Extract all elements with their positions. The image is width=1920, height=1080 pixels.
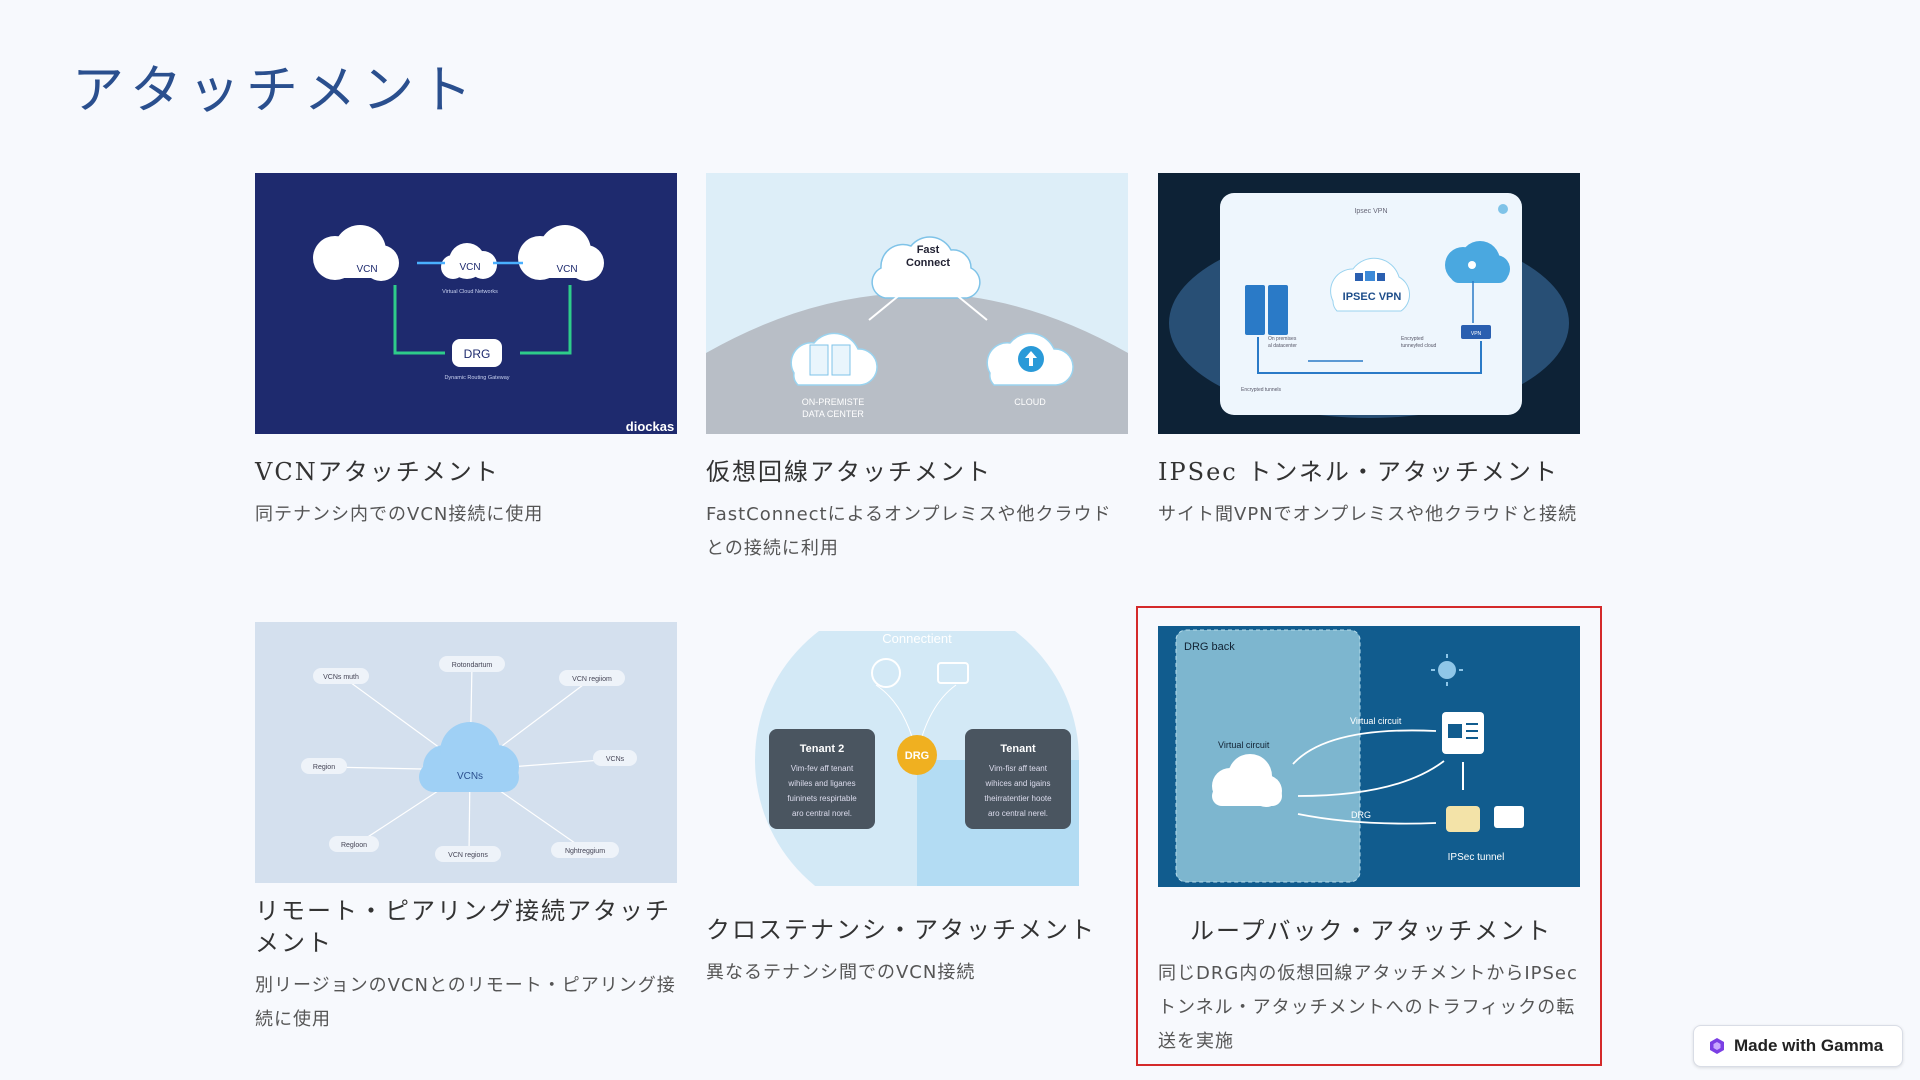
- card-loopback-attachment[interactable]: DRG back Virtual circuit Virtual circuit…: [1158, 626, 1580, 1059]
- svg-text:Virtual Cloud Networks: Virtual Cloud Networks: [442, 289, 498, 295]
- svg-text:VCN: VCN: [556, 264, 577, 275]
- svg-text:CLOUD: CLOUD: [1014, 397, 1046, 407]
- svg-text:IPSEC VPN: IPSEC VPN: [1343, 291, 1402, 303]
- svg-text:Rotondartum: Rotondartum: [452, 662, 493, 669]
- card-virtual-circuit-attachment: Fast Connect ON-PREMISTE DATA CENTER CLO…: [706, 173, 1128, 566]
- cloud-icon: [313, 225, 399, 281]
- svg-text:aro central norel.: aro central norel.: [792, 809, 852, 818]
- svg-text:Region: Region: [313, 764, 335, 771]
- svg-text:VCN: VCN: [459, 262, 480, 273]
- svg-text:Fast: Fast: [917, 244, 940, 256]
- card-description: 別リージョンのVCNとのリモート・ピアリング接続に使用: [255, 975, 676, 1030]
- card-title: VCNアタッチメント: [255, 458, 500, 486]
- made-with-gamma-badge[interactable]: Made with Gamma: [1693, 1025, 1903, 1067]
- svg-text:DRG: DRG: [1351, 810, 1371, 820]
- svg-text:aro central nerel.: aro central nerel.: [988, 809, 1048, 818]
- svg-text:VPN: VPN: [1471, 331, 1482, 337]
- card-description: サイト間VPNでオンプレミスや他クラウドと接続: [1158, 504, 1578, 525]
- svg-text:Tenant 2: Tenant 2: [800, 743, 844, 755]
- svg-text:Connectient: Connectient: [882, 631, 952, 646]
- card-title: ループバック・アタッチメント: [1190, 917, 1553, 945]
- svg-text:fuininets respirtable: fuininets respirtable: [787, 794, 857, 803]
- card-description: FastConnectによるオンプレミスや他クラウドとの接続に利用: [706, 504, 1112, 559]
- svg-text:Dynamic Routing Gateway: Dynamic Routing Gateway: [444, 375, 509, 381]
- loopback-diagram-image: DRG back Virtual circuit Virtual circuit…: [1158, 626, 1580, 887]
- svg-text:theirratentier hoote: theirratentier hoote: [984, 794, 1052, 803]
- svg-text:VCN regions: VCN regions: [448, 852, 488, 859]
- svg-text:wihiles and liganes: wihiles and liganes: [787, 779, 855, 788]
- gamma-logo-icon: [1710, 1038, 1724, 1054]
- ipsec-diagram-image: Ipsec VPN IPSEC VPN On premises al datac…: [1158, 173, 1580, 434]
- svg-text:Ipsec VPN: Ipsec VPN: [1354, 208, 1387, 215]
- svg-text:On premises: On premises: [1268, 336, 1297, 342]
- card-remote-peering-attachment: VCNs VCNs muth Rotondartum VCN regiiom R…: [255, 622, 677, 1037]
- cross-tenancy-diagram-image: Connectient Tenant 2 Vim-fev aff tenant …: [706, 625, 1128, 886]
- svg-text:al datacenter: al datacenter: [1268, 343, 1297, 349]
- svg-text:VCN regiiom: VCN regiiom: [572, 676, 612, 683]
- svg-text:diockas: diockas: [626, 419, 674, 434]
- badge-label: Made with Gamma: [1734, 1036, 1884, 1055]
- svg-text:ON-PREMISTE: ON-PREMISTE: [802, 397, 865, 407]
- svg-text:Virtual circuit: Virtual circuit: [1218, 740, 1270, 750]
- card-ipsec-tunnel-attachment: Ipsec VPN IPSEC VPN On premises al datac…: [1158, 173, 1580, 532]
- selection-outline: [1136, 606, 1602, 1066]
- card-description: 同テナンシ内でのVCN接続に使用: [255, 504, 544, 525]
- svg-text:VCNs: VCNs: [606, 756, 625, 763]
- card-description: 異なるテナンシ間でのVCN接続: [706, 962, 976, 983]
- card-title: クロステナンシ・アタッチメント: [706, 916, 1096, 944]
- svg-text:VCN: VCN: [356, 264, 377, 275]
- card-vcn-attachment: VCN VCN Virtual Cloud Networks VCN DRG D…: [255, 173, 677, 532]
- svg-text:Vim-fev aff tenant: Vim-fev aff tenant: [791, 764, 854, 773]
- svg-text:Encrypted: Encrypted: [1401, 336, 1424, 342]
- svg-text:DATA CENTER: DATA CENTER: [802, 409, 864, 419]
- svg-text:tunneyfed cloud: tunneyfed cloud: [1401, 343, 1437, 349]
- svg-text:IPSec tunnel: IPSec tunnel: [1448, 852, 1505, 863]
- svg-text:Connect: Connect: [906, 257, 950, 269]
- svg-text:DRG: DRG: [905, 750, 929, 762]
- svg-text:Encrypted tunnels: Encrypted tunnels: [1241, 387, 1282, 393]
- card-title: 仮想回線アタッチメント: [706, 458, 992, 486]
- card-description: 同じDRG内の仮想回線アタッチメントからIPSecトンネル・アタッチメントへのト…: [1158, 963, 1578, 1052]
- remote-peering-diagram-image: VCNs VCNs muth Rotondartum VCN regiiom R…: [255, 622, 677, 883]
- svg-text:Virtual circuit: Virtual circuit: [1350, 716, 1402, 726]
- svg-text:wihices and igains: wihices and igains: [985, 779, 1051, 788]
- page-title: アタッチメント: [72, 61, 479, 121]
- vcn-diagram-image: VCN VCN Virtual Cloud Networks VCN DRG D…: [255, 173, 677, 434]
- svg-text:Regloon: Regloon: [341, 842, 367, 849]
- card-title: IPSec トンネル・アタッチメント: [1158, 458, 1559, 486]
- fastconnect-diagram-image: Fast Connect ON-PREMISTE DATA CENTER CLO…: [706, 173, 1128, 434]
- card-cross-tenancy-attachment: Connectient Tenant 2 Vim-fev aff tenant …: [706, 625, 1128, 990]
- svg-text:DRG: DRG: [464, 347, 491, 361]
- svg-text:DRG back: DRG back: [1184, 641, 1235, 653]
- svg-text:VCNs: VCNs: [457, 771, 483, 782]
- svg-text:Vim-fisr aff teant: Vim-fisr aff teant: [989, 764, 1048, 773]
- card-title: リモート・ピアリング接続アタッチメント: [255, 897, 671, 957]
- svg-text:Tenant: Tenant: [1000, 743, 1036, 755]
- svg-text:VCNs muth: VCNs muth: [323, 674, 359, 681]
- svg-text:Nghtreggium: Nghtreggium: [565, 848, 605, 855]
